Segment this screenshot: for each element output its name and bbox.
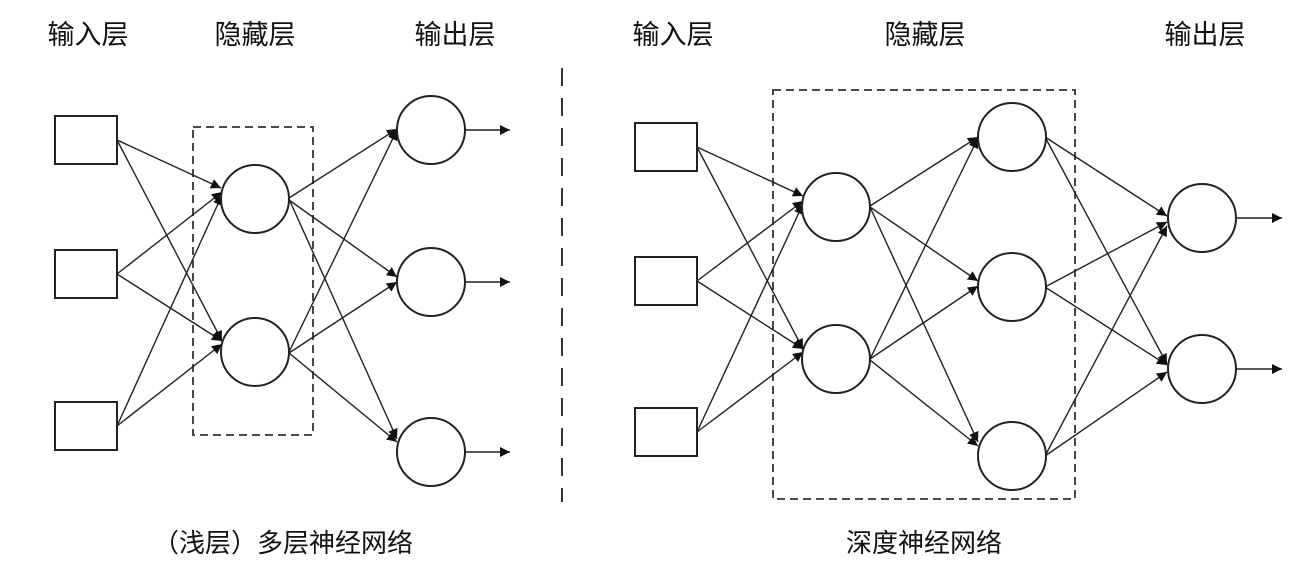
deep-input-nodes [634,122,698,457]
output-node [396,95,466,165]
hidden-node [801,324,871,394]
shallow-hidden-layer-box [192,126,314,436]
deep-hidden-layer-1-nodes [801,172,871,394]
edge [288,129,398,353]
deep-edges [696,136,1282,457]
edge [1044,221,1168,288]
edge [869,206,979,443]
edge [869,137,979,360]
edge [696,351,804,433]
input-node [54,401,118,451]
edge [696,280,804,350]
deep-network-caption: 深度神经网络 [846,529,1002,559]
deep-input-layer-label: 输入层 [633,20,714,51]
input-node [634,407,698,457]
edge [116,139,222,189]
hidden-node [977,102,1047,172]
edge [696,146,804,197]
deep-hidden-layer-2-nodes [977,102,1047,491]
shallow-output-nodes [396,95,466,487]
edge [288,128,398,199]
edge [696,200,804,282]
hidden-node [801,172,871,242]
deep-output-nodes [1167,183,1237,404]
output-node [396,247,466,317]
shallow-output-layer-label: 输出层 [415,20,496,51]
edge [1044,371,1168,457]
edge [116,191,223,275]
hidden-node [977,421,1047,491]
hidden-node [220,164,290,234]
edge [116,273,223,342]
edge [869,206,979,282]
edge [1044,136,1168,217]
input-node [634,122,698,172]
shallow-input-layer-label: 输入层 [48,20,129,51]
edge [696,203,804,433]
output-node [1167,183,1237,253]
input-node [634,256,698,306]
deep-hidden-layer-label: 隐藏层 [885,20,966,51]
edge [116,194,223,427]
input-node [54,115,118,165]
edge [869,359,979,447]
hidden-node [220,317,290,387]
input-node [54,249,118,299]
edge [1044,136,1168,365]
deep-output-layer-label: 输出层 [1165,20,1246,51]
edge [116,139,223,342]
shallow-network: 输入层 隐藏层 输出层 [48,20,510,559]
output-node [396,417,466,487]
shallow-hidden-layer-label: 隐藏层 [215,20,296,51]
shallow-input-nodes [54,115,118,451]
edge [869,285,979,360]
output-node [1167,334,1237,404]
edge [116,343,223,427]
shallow-network-caption: （浅层）多层神经网络 [153,529,413,559]
edge [1044,225,1168,457]
hidden-node [977,252,1047,322]
edge [288,281,398,354]
edge [696,146,804,350]
edge [1044,286,1168,366]
edge [288,199,398,278]
edge [869,136,979,207]
shallow-hidden-nodes [220,164,290,387]
edge [288,198,398,440]
deep-network: 输入层 隐藏层 输出层 [633,20,1282,559]
edge [288,352,398,443]
shallow-edges [116,125,510,457]
deep-hidden-layer-box [772,89,1076,500]
